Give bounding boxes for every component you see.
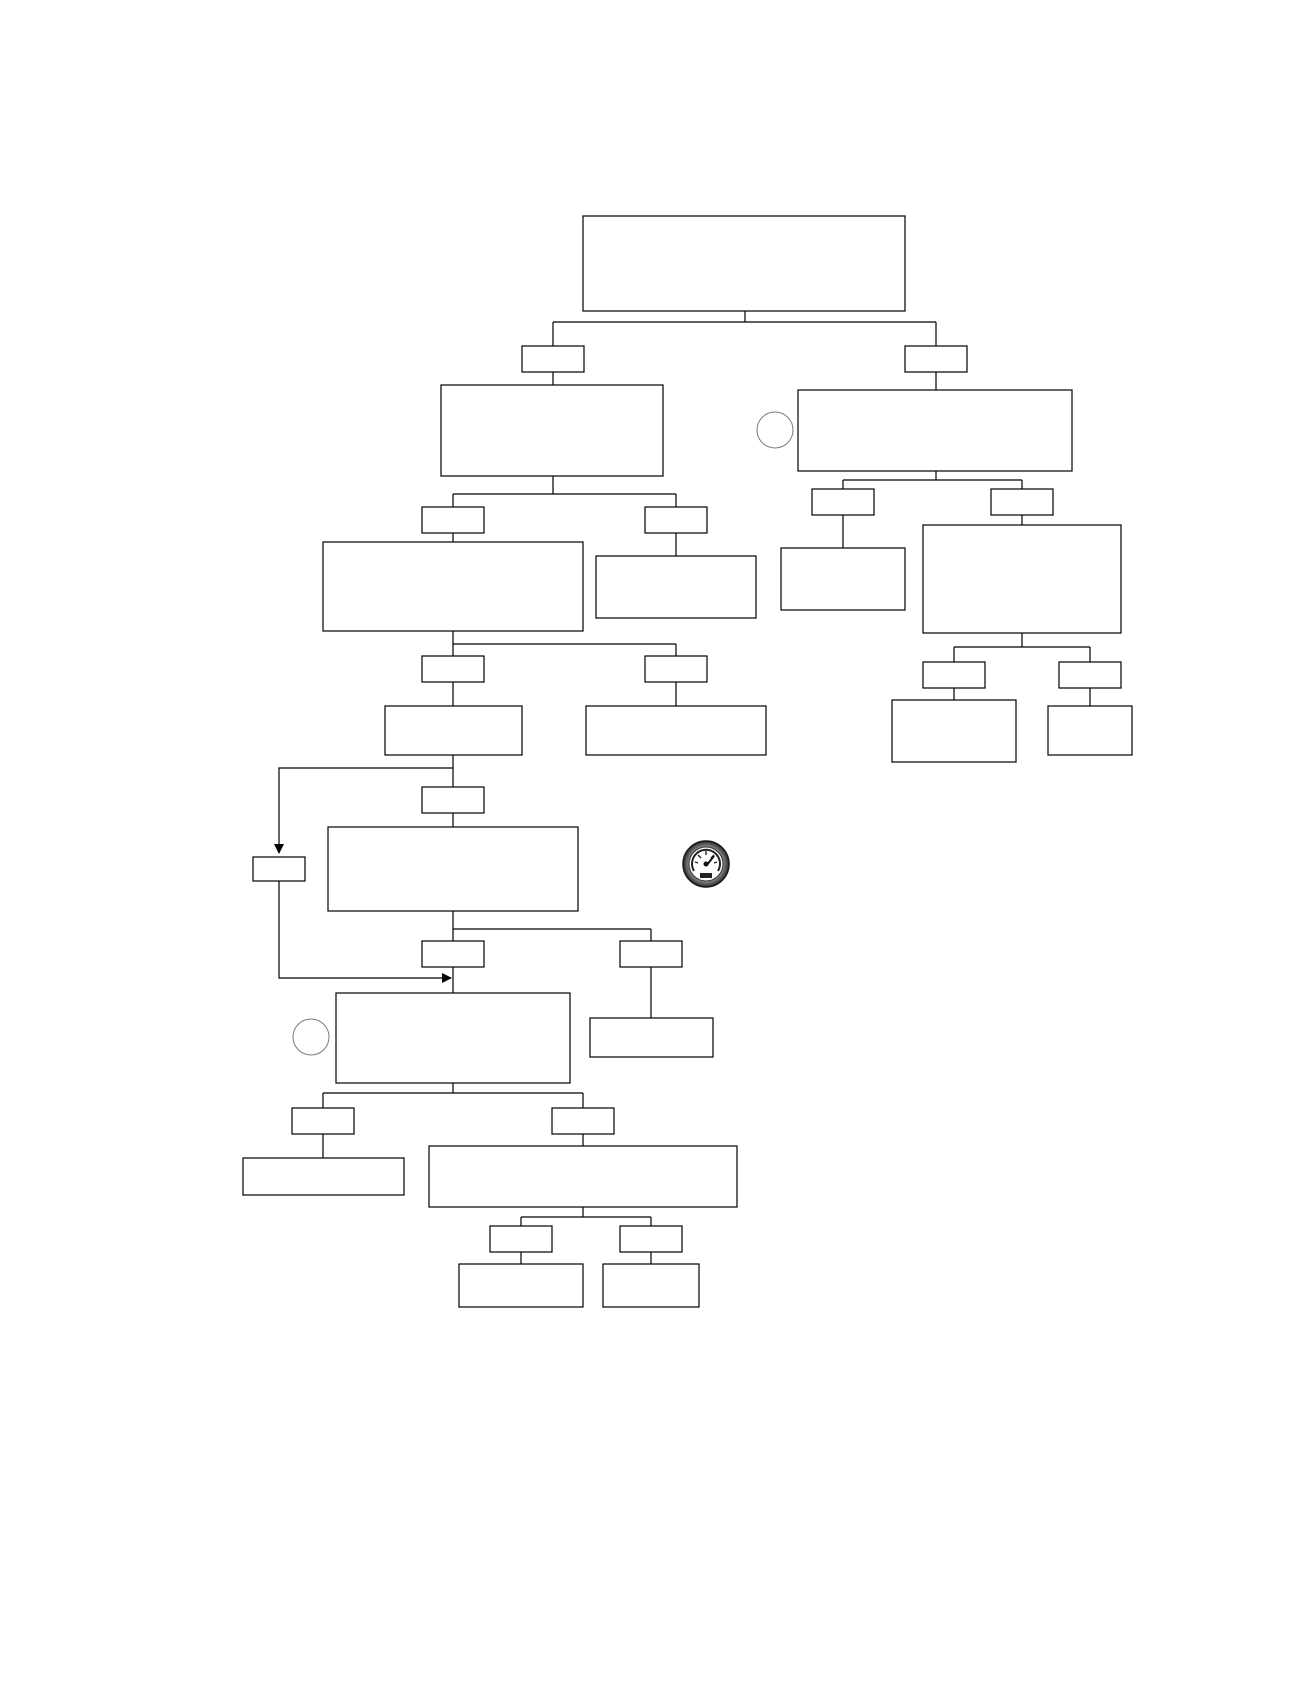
decision-box: [335, 992, 571, 1084]
answer-box: [1058, 661, 1122, 689]
gauge-icon: [682, 840, 730, 888]
result-box: [1047, 705, 1133, 756]
reference-circle: [756, 411, 794, 449]
answer-boxes: [252, 345, 1122, 1253]
decision-box: [922, 524, 1122, 634]
answer-box: [521, 345, 585, 373]
decision-box: [797, 389, 1073, 472]
answer-box: [990, 488, 1054, 516]
reference-circle: [292, 1018, 330, 1056]
answer-box: [421, 655, 485, 683]
decision-box: [428, 1145, 738, 1208]
answer-box: [644, 506, 708, 534]
decision-boxes: [322, 215, 1122, 1208]
connector-lines: [274, 311, 1091, 1264]
result-box: [780, 547, 906, 611]
decision-box: [582, 215, 906, 312]
decision-box: [440, 384, 664, 477]
result-box: [891, 699, 1017, 763]
answer-box: [551, 1107, 615, 1135]
answer-box: [619, 1225, 683, 1253]
result-box: [242, 1157, 405, 1196]
answer-box: [811, 488, 875, 516]
answer-box: [421, 506, 485, 534]
decision-box: [327, 826, 579, 912]
answer-box: [619, 940, 683, 968]
result-boxes: [242, 547, 1133, 1308]
result-box: [602, 1263, 700, 1308]
result-box: [458, 1263, 584, 1308]
answer-box: [421, 940, 485, 968]
answer-box: [489, 1225, 553, 1253]
result-box: [585, 705, 767, 756]
answer-box: [291, 1107, 355, 1135]
result-box: [595, 555, 757, 619]
answer-box: [904, 345, 968, 373]
result-box: [384, 705, 523, 756]
answer-box: [644, 655, 708, 683]
answer-box: [421, 786, 485, 814]
answer-box: [922, 661, 986, 689]
answer-box: [252, 856, 306, 882]
decision-box: [322, 541, 584, 632]
result-box: [589, 1017, 714, 1058]
